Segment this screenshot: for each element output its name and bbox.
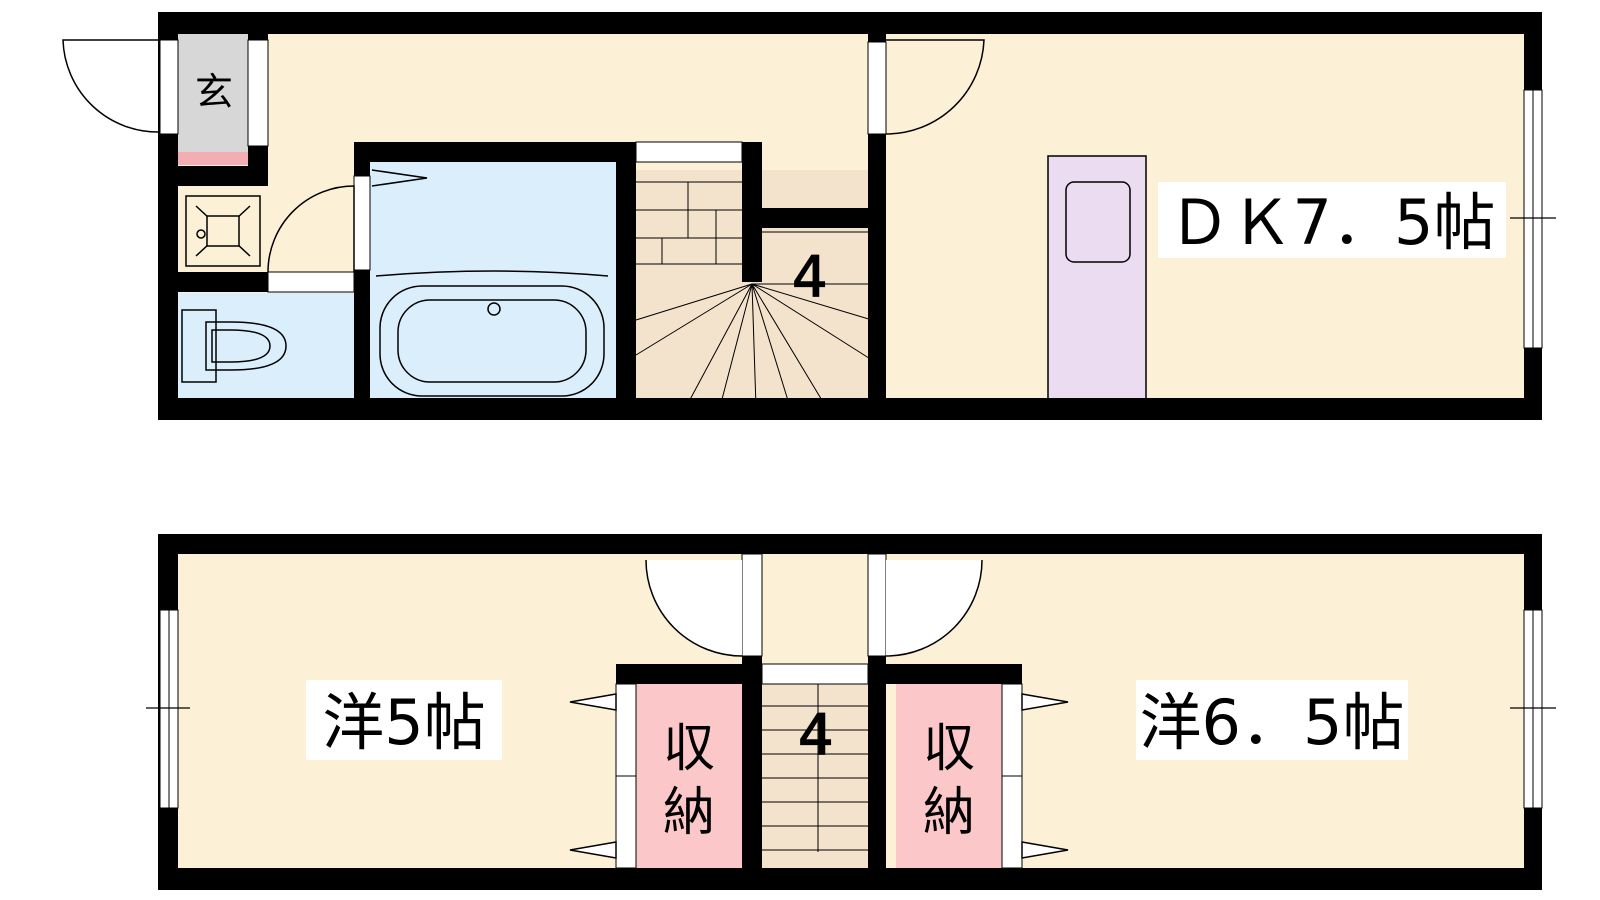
genkan-floor — [178, 34, 260, 152]
room-label-dk: ＤＫ7．5帖 — [1169, 186, 1496, 259]
room-label-western-right: 洋6．5帖 — [1140, 686, 1405, 759]
genkan-step — [178, 152, 248, 165]
washbasin — [185, 195, 261, 267]
floor-1: 4 — [62, 12, 1556, 420]
storage-left — [636, 682, 742, 868]
stair-number-1f: 4 — [792, 245, 828, 310]
stairs-1f — [635, 181, 873, 408]
toilet — [181, 309, 287, 383]
storage-right — [896, 682, 1002, 868]
room-label-western-left: 洋5帖 — [322, 686, 485, 759]
openings-1f — [159, 39, 1556, 349]
walls-1f — [158, 12, 1542, 420]
door-swings-2f — [569, 559, 1069, 859]
toilet-floor — [178, 293, 354, 407]
stairs-2f — [762, 682, 872, 852]
stair-number-2f: 4 — [798, 703, 834, 768]
bathroom-floor — [370, 160, 616, 407]
dk-label-bg — [1158, 182, 1506, 258]
bathtub — [371, 169, 609, 397]
storage-right-label-1: 収 — [923, 719, 975, 779]
western-left-label-bg — [306, 680, 502, 760]
kitchen-counter — [1047, 155, 1147, 408]
storage-right-label-2: 納 — [923, 783, 975, 843]
floor-2: 4 — [146, 534, 1556, 890]
openings-2f — [146, 553, 1556, 869]
storage-left-label-1: 収 — [663, 719, 715, 779]
stairs-2f-floor — [762, 682, 872, 868]
storage-left-label-2: 納 — [663, 783, 715, 843]
room-label-genkan: 玄 — [195, 70, 233, 114]
door-swings-1f — [62, 39, 985, 273]
western-right-label-bg — [1136, 680, 1408, 760]
